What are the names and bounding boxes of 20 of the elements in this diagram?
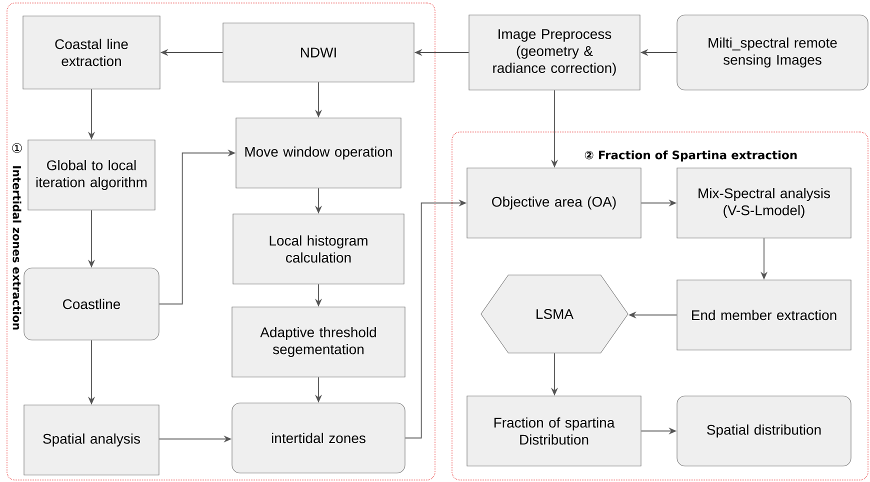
rounded-box: Milti_spectral remote sensing Images xyxy=(676,14,868,90)
process-box: Image Preprocess (geometry & radiance correction) xyxy=(468,14,640,90)
process-box: Global to local iteration algorithm xyxy=(28,140,156,210)
process-box: Spatial analysis xyxy=(24,404,160,476)
group-title: ② Fraction of Spartina extraction xyxy=(584,150,797,162)
group-title: Intertidal zones extraction xyxy=(12,166,22,330)
process-box: Local histogram calculation xyxy=(232,214,404,284)
process-box: Mix-Spectral analysis (V-S-Lmodel) xyxy=(676,168,852,238)
hexagon-box: LSMA xyxy=(480,274,628,354)
process-box: Coastal line extraction xyxy=(22,16,160,90)
process-box: Objective area (OA) xyxy=(466,168,642,238)
rounded-box: Spatial distribution xyxy=(676,396,852,466)
rounded-box: intertidal zones xyxy=(232,402,406,474)
process-box: End member extraction xyxy=(676,280,852,350)
process-box: Fraction of spartina Distribution xyxy=(466,396,642,466)
circled-number: ① xyxy=(12,143,22,153)
process-box: Move window operation xyxy=(236,118,402,188)
rounded-box: Coastline xyxy=(24,268,160,340)
process-box: Adaptive threshold segementation xyxy=(232,306,406,378)
process-box: NDWI xyxy=(222,22,414,82)
